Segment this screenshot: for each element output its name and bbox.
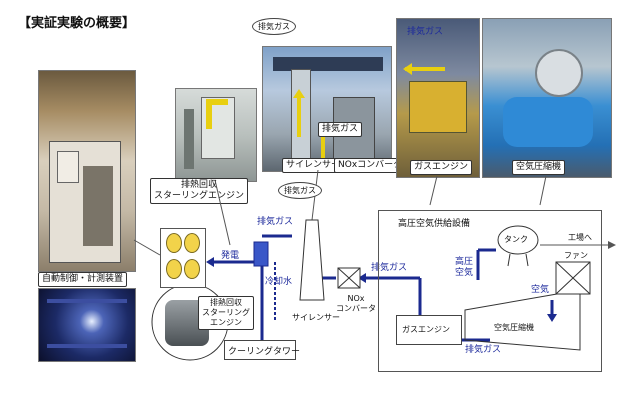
exhaust-photo-label: 排気ガス: [318, 122, 363, 137]
compressor-photo: [482, 18, 612, 178]
exhaust-label-stirling: 排気ガス: [257, 217, 294, 227]
to-factory-label: 工場へ: [568, 233, 592, 242]
gas-engine-exhaust-label: 排気ガス: [407, 27, 444, 37]
control-panel-label: 自動制御・計測装置: [38, 272, 128, 287]
lightbulb-icon: [184, 233, 200, 253]
silencer-photo-label: サイレンサー: [282, 158, 345, 173]
high-pressure-system-frame: [378, 210, 602, 372]
exhaust-bubble-top: 排気ガス: [252, 18, 296, 35]
stirling-diagram-label: 排熱回収 スターリング エンジン: [198, 296, 254, 330]
air-label: 空気: [531, 285, 550, 295]
tank-label: タンク: [504, 235, 528, 244]
compressor-photo-label: 空気圧縮機: [512, 160, 566, 175]
gas-engine-photo-label: ガスエンジン: [410, 160, 473, 175]
gas-engine-diagram-label: ガスエンジン: [402, 325, 450, 334]
exhaust-bubble-mid: 排気ガス: [278, 182, 322, 199]
cooling-water-label: 冷却水: [265, 277, 293, 287]
silencer-diagram-label: サイレンサー: [292, 313, 340, 322]
fan-label: ファン: [564, 251, 588, 260]
lightbulb-icon: [166, 259, 182, 279]
gas-engine-photo: [396, 18, 480, 178]
page-title: 【実証実験の概要】: [18, 16, 136, 31]
nox-photo-label: NOxコンバータ: [334, 158, 407, 173]
nox-diagram-label: NOx コンバータ: [336, 294, 376, 313]
gas-engine-box: [396, 315, 462, 345]
lightbulb-icon: [184, 259, 200, 279]
high-pressure-air-label: 高圧 空気: [455, 257, 474, 278]
control-panel-photo: [38, 70, 136, 272]
control-screen-photo: [38, 288, 136, 362]
cooling-tower-label: クーリングタワー: [228, 347, 301, 357]
exhaust-label-bottom: 排気ガス: [465, 345, 502, 355]
stirling-engine-photo-top: [175, 88, 257, 182]
compressor-diagram-label: 空気圧縮機: [494, 323, 534, 332]
stirling-photo-label: 排熱回収 スターリングエンジン: [150, 178, 249, 204]
lightbulb-icon: [166, 233, 182, 253]
high-pressure-system-label: 高圧空気供給設備: [398, 219, 471, 229]
power-label: 発電: [221, 251, 240, 261]
cooling-tower-box: [224, 340, 296, 360]
silencer-nox-photo: [262, 46, 392, 172]
exhaust-label-gas: 排気ガス: [371, 263, 408, 273]
